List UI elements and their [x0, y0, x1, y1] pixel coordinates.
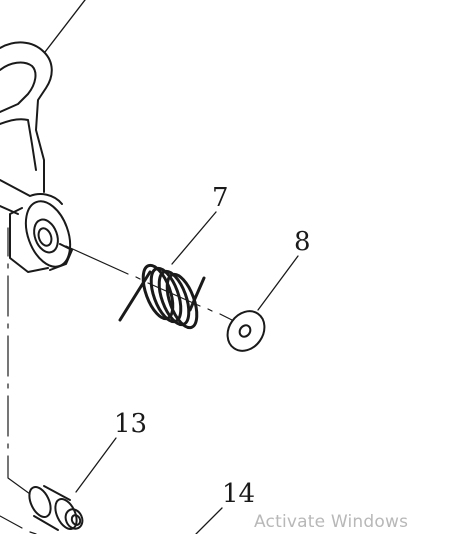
torsion-spring-part-7 [118, 263, 206, 330]
leader-line-14 [195, 507, 223, 534]
assembly-line-bottom [0, 515, 37, 534]
callout-7: 7 [212, 183, 229, 213]
axis-centerline [65, 245, 233, 321]
callout-14: 14 [222, 479, 255, 509]
callout-13: 13 [114, 409, 147, 439]
washer-part-8 [226, 310, 266, 352]
callout-8: 8 [294, 227, 311, 257]
lever-arm-part [0, 41, 73, 273]
leader-line-7 [171, 211, 217, 265]
activate-windows-watermark: Activate Windows [254, 512, 409, 532]
leader-line-13 [75, 437, 117, 493]
leader-line-top [44, 0, 86, 53]
pin-part-13 [28, 485, 84, 531]
leader-line-8 [257, 255, 299, 311]
assembly-line-left [7, 227, 31, 495]
